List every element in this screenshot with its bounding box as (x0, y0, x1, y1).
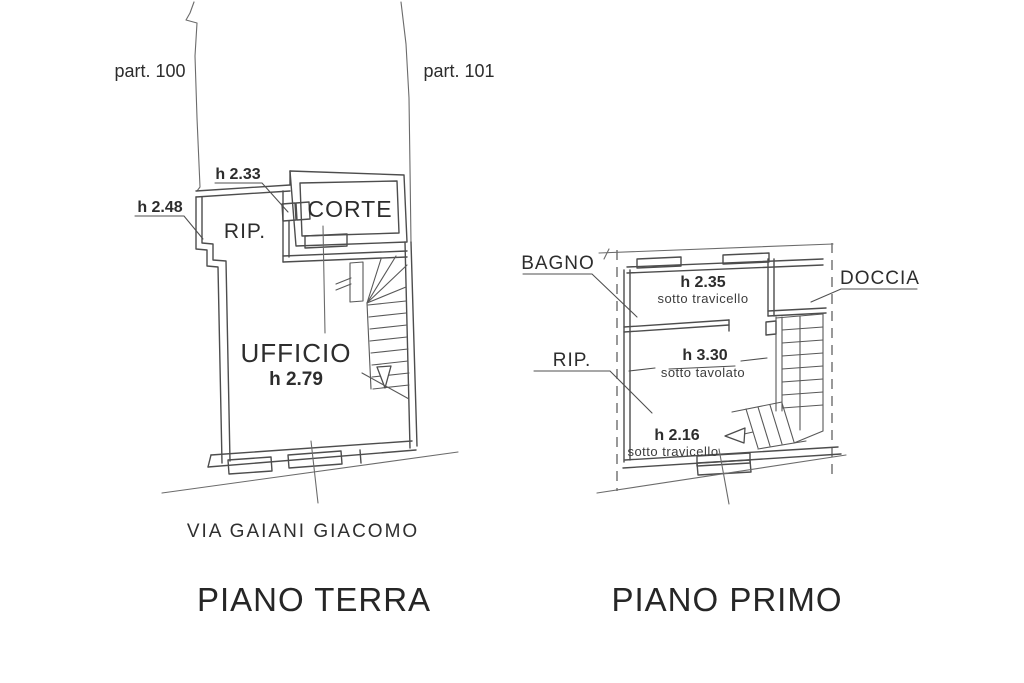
stair-down-arrow (376, 365, 392, 389)
room-label-ufficio: UFFICIO (241, 338, 352, 368)
height-sublabel-center: sotto tavolato (661, 365, 745, 380)
label-doccia: DOCCIA (840, 268, 920, 289)
room-label-rip: RIP. (224, 220, 266, 243)
height-label-lower: h 2.16 (654, 427, 699, 444)
first-floor-leader-lines (522, 273, 918, 414)
height-sublabel-lower: sotto travicello (627, 444, 718, 459)
height-label-center: h 3.30 (682, 347, 727, 364)
plan-title-terra: PIANO TERRA (197, 581, 431, 618)
height-label-bagno: h 2.35 (680, 274, 725, 291)
street-line-terra (161, 440, 459, 504)
street-label: VIA GAIANI GIACOMO (187, 521, 419, 542)
plan-title-primo: PIANO PRIMO (611, 581, 842, 618)
parcel-boundary-lines (185, 1, 412, 244)
label-bagno: BAGNO (521, 253, 595, 274)
ground-floor-walls (195, 170, 418, 475)
parcel-label-100: part. 100 (114, 61, 185, 81)
parcel-label-101: part. 101 (423, 61, 494, 81)
room-label-corte: CORTE (307, 196, 392, 222)
ground-floor-stair (335, 255, 410, 400)
courtyard-axis-line (322, 225, 326, 334)
first-floor-stair (724, 313, 824, 450)
first-floor-boundary-dashed (598, 243, 834, 491)
height-sublabel-bagno: sotto travicello (657, 291, 748, 306)
ground-floor-leader-lines (134, 182, 289, 240)
first-floor-walls (622, 252, 842, 476)
street-line-primo (596, 448, 847, 505)
height-label-passage: h 2.33 (215, 166, 260, 183)
stair-direction-arrow (724, 427, 746, 444)
height-label-ufficio: h 2.79 (269, 369, 323, 390)
height-label-left-wall: h 2.48 (137, 199, 182, 216)
label-rip-primo: RIP. (553, 350, 592, 371)
